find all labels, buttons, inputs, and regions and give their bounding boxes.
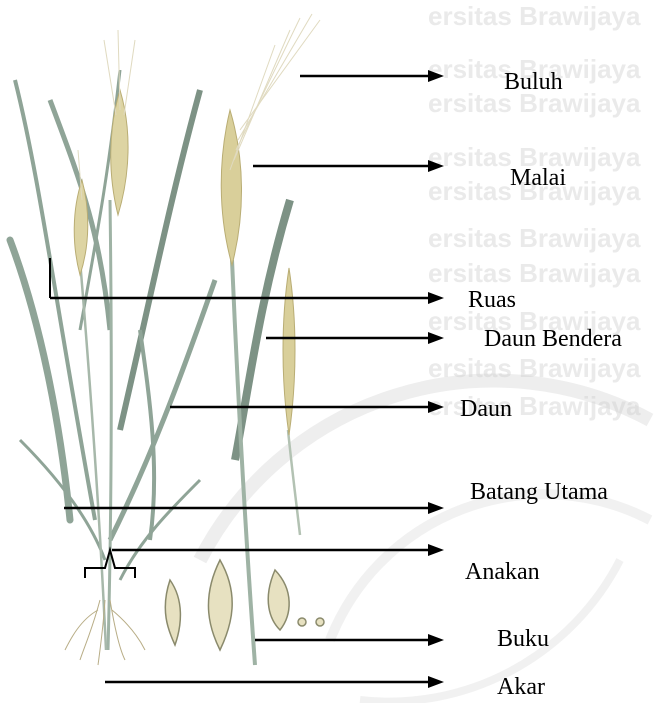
arrowhead-ruas (428, 292, 444, 304)
arrowhead-daun-bendera (428, 332, 444, 344)
arrowhead-daun (428, 401, 444, 413)
arrowhead-malai (428, 160, 444, 172)
arrowheads (428, 70, 444, 688)
label-malai: Malai (510, 166, 566, 190)
label-buluh: Buluh (504, 70, 563, 94)
label-buku: Buku (497, 627, 549, 651)
label-daun: Daun (460, 397, 512, 421)
arrowhead-buku (428, 634, 444, 646)
label-akar: Akar (497, 675, 545, 699)
label-ruas: Ruas (468, 288, 516, 312)
arrowhead-buluh (428, 70, 444, 82)
label-anakan: Anakan (465, 560, 540, 584)
arrowhead-akar (428, 676, 444, 688)
arrowhead-batang-utama (428, 502, 444, 514)
label-batang-utama: Batang Utama (470, 480, 608, 504)
arrowhead-anakan (428, 544, 444, 556)
label-daun-bendera: Daun Bendera (484, 327, 622, 351)
spikelet-details (165, 560, 324, 650)
wheat-plant-illustration (10, 14, 324, 665)
